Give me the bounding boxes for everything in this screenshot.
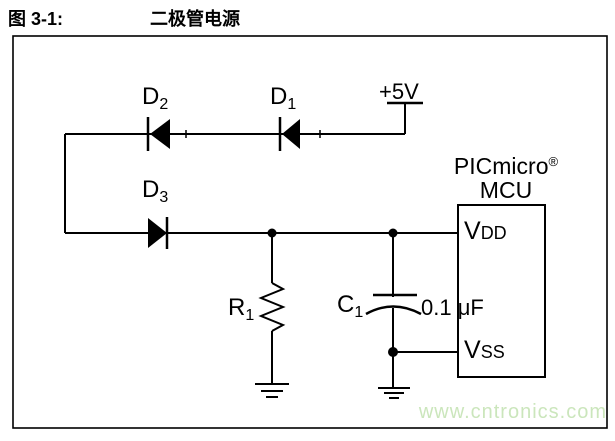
junction-dots bbox=[267, 228, 398, 357]
r1-label: R1 bbox=[228, 294, 254, 324]
figure-title: 二极管电源 bbox=[150, 9, 240, 29]
c1-subscript: 1 bbox=[354, 304, 364, 321]
d1-subscript: 1 bbox=[287, 96, 297, 113]
vss-subscript: SS bbox=[480, 342, 505, 362]
d3-triangle bbox=[148, 218, 167, 248]
figure-frame bbox=[12, 35, 608, 429]
mcu-title: PICmicro® MCU bbox=[443, 155, 569, 202]
mcu-name-line: PICmicro® bbox=[443, 155, 569, 178]
c1-curved-plate bbox=[365, 305, 422, 316]
r1-resistor bbox=[258, 282, 286, 332]
wires bbox=[64, 103, 458, 388]
d1-triangle bbox=[282, 119, 300, 149]
c1-label: C1 bbox=[337, 291, 363, 321]
registered-trademark-mark: ® bbox=[548, 154, 559, 169]
wire-ticks bbox=[185, 130, 321, 138]
vdd-subscript: DD bbox=[480, 223, 507, 243]
vdd-prefix: V bbox=[464, 217, 481, 245]
junction-dot-vss bbox=[388, 347, 398, 357]
d1-prefix: D bbox=[270, 83, 288, 110]
watermark-text: www.cntronics.com bbox=[418, 401, 607, 423]
d2-label: D2 bbox=[142, 83, 168, 113]
c1-prefix: C bbox=[337, 291, 355, 318]
d1-diode bbox=[278, 117, 300, 151]
supply-voltage-label: +5V bbox=[379, 79, 419, 104]
d2-diode bbox=[146, 117, 170, 151]
mcu-type: MCU bbox=[479, 177, 533, 203]
vdd-pin-label: VDD bbox=[464, 219, 507, 244]
d3-subscript: 3 bbox=[159, 189, 169, 206]
d2-prefix: D bbox=[142, 83, 160, 110]
c1-capacitor bbox=[365, 293, 422, 316]
d3-prefix: D bbox=[142, 176, 160, 203]
mcu-box bbox=[457, 204, 546, 378]
vss-prefix: V bbox=[464, 336, 481, 364]
vss-pin-label: VSS bbox=[464, 338, 505, 363]
r1-prefix: R bbox=[228, 294, 246, 321]
junction-dot-r1 bbox=[267, 228, 277, 238]
d3-label: D3 bbox=[142, 176, 168, 206]
c1-ground bbox=[378, 387, 410, 399]
d3-diode bbox=[148, 217, 169, 249]
r1-ground bbox=[255, 383, 289, 398]
figure-number: 图 3-1: bbox=[8, 9, 64, 29]
mcu-name: PICmicro bbox=[453, 153, 549, 179]
r1-subscript: 1 bbox=[245, 307, 255, 324]
c1-value-label: 0.1 μF bbox=[421, 295, 484, 320]
d1-label: D1 bbox=[270, 83, 296, 113]
d2-subscript: 2 bbox=[159, 96, 169, 113]
d2-triangle bbox=[150, 119, 170, 149]
junction-dot-c1 bbox=[388, 228, 398, 238]
